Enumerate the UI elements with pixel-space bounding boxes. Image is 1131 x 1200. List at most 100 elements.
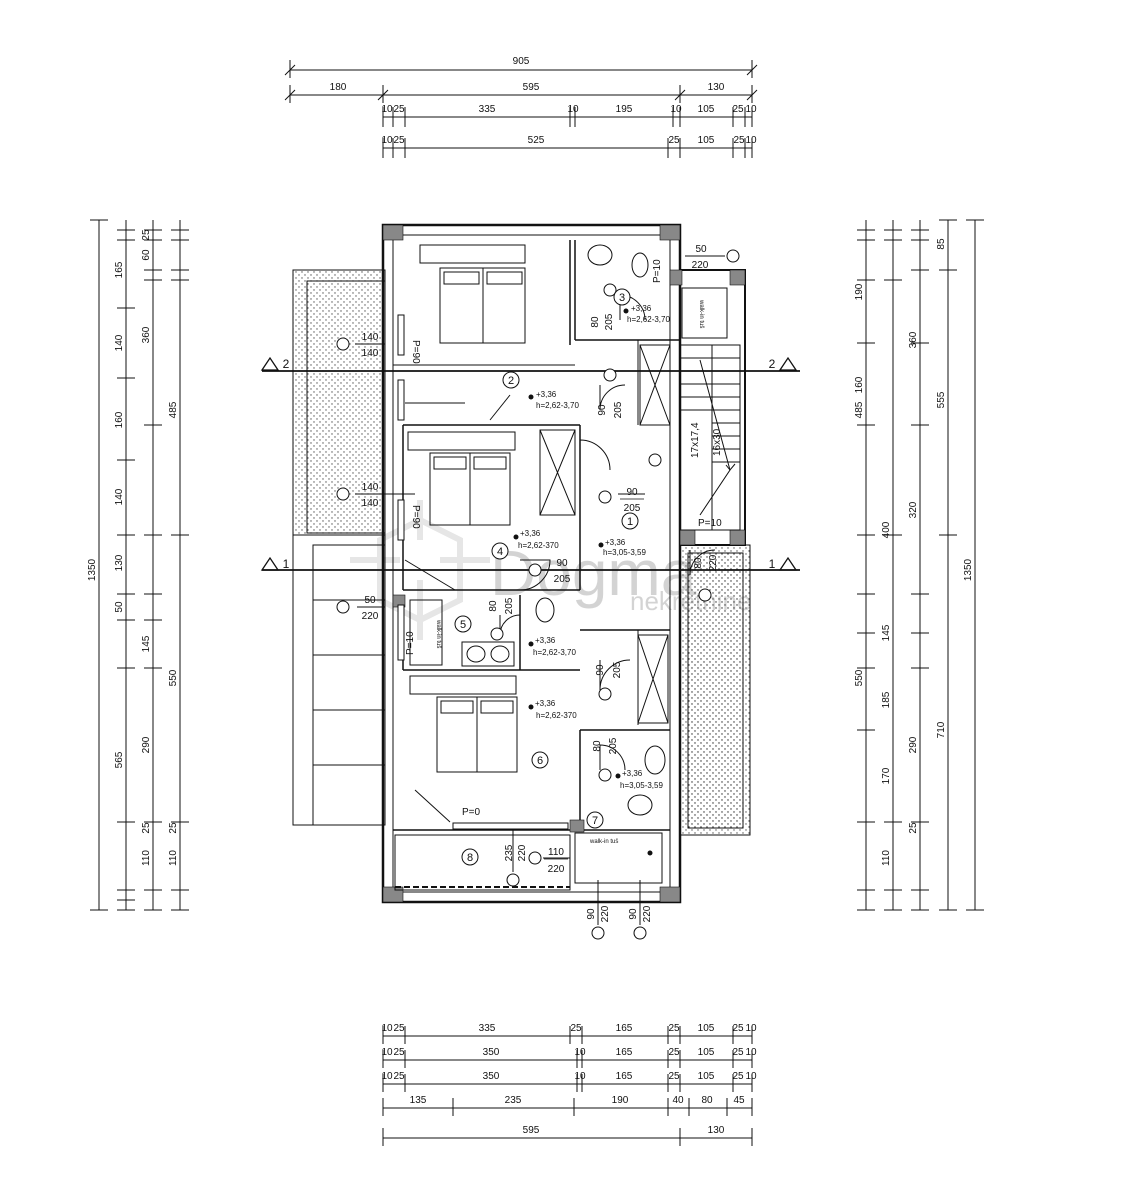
dim-left-c2-12: 110: [141, 850, 152, 866]
room-level-labels: +3,36 h=3,05-3,59 +3,36 h=2,62-3,70 +3,3…: [518, 304, 670, 790]
door-90b-w: 90: [597, 404, 608, 416]
dim-bot-r4-4: 80: [701, 1095, 713, 1106]
door-80c-h: 205: [608, 737, 619, 754]
staircase: [679, 344, 741, 531]
dim-top-r3-1: 25: [393, 135, 405, 146]
terrace-bottom: [394, 834, 571, 891]
opening-tag-lines: [355, 255, 725, 925]
dim-top-r2-2: 335: [479, 104, 496, 115]
room-3-number: 3: [619, 292, 625, 304]
dim-bot-r2-4: 165: [616, 1047, 633, 1058]
door-90a-h: 205: [624, 503, 641, 514]
room-2-number: 2: [508, 375, 514, 387]
section-1-left: 1: [283, 557, 290, 571]
door-235-h: 220: [517, 844, 528, 861]
balcony-left-lower: [292, 534, 386, 826]
room-6-height: h=2,62-370: [536, 711, 577, 720]
room-4-level: +3,36: [520, 529, 541, 538]
section-1-right: 1: [769, 557, 776, 571]
room-3-level: +3,36: [631, 304, 652, 313]
room-1-number: 1: [627, 516, 633, 528]
door-80a-w: 80: [590, 316, 601, 328]
door-stair-w: 80: [693, 557, 704, 569]
dim-top-r3-6: 10: [745, 135, 757, 146]
dim-left-c2-5: 140: [114, 488, 125, 505]
dim-bot-r3-5: 25: [668, 1071, 680, 1082]
dim-bot-r2-0: 10: [381, 1047, 393, 1058]
room-1-height: h=3,05-3,59: [603, 548, 646, 557]
dim-bot-r3-8: 10: [745, 1071, 757, 1082]
door-90b-h: 205: [613, 401, 624, 418]
dim-right-c2-21: 110: [881, 850, 892, 866]
top-dimension-labels: 905 180 595 130 10 25 335 10 195 10 105 …: [330, 56, 757, 146]
room-3-height: h=2,62-3,70: [627, 315, 670, 324]
door-80b-h: 205: [504, 597, 515, 614]
dim-bot-r4-5: 45: [733, 1095, 745, 1106]
door-stair-h: 220: [708, 554, 719, 571]
window-140a-w: 140: [362, 332, 379, 343]
dim-left-c1-0: 565: [114, 751, 125, 768]
dim-bot-r3-0: 10: [381, 1071, 393, 1082]
dim-left-c3-4: 360: [141, 326, 152, 343]
dim-top-r3-5: 25: [733, 135, 745, 146]
room-2-level: +3,36: [536, 390, 557, 399]
label-walkin-2: walk-in tuš: [435, 619, 441, 648]
dim-top-r2-1: 25: [393, 104, 405, 115]
dim-top-r2-3: 10: [567, 104, 579, 115]
dim-right-c2-4: 190: [854, 283, 865, 300]
door-80a-h: 205: [604, 313, 615, 330]
window-140a-h: 140: [362, 348, 379, 359]
dim-left-c3-9: 25: [168, 822, 179, 834]
dim-top-r2-5: 10: [670, 104, 682, 115]
dim-top-r3-4: 105: [698, 135, 715, 146]
bottom-dimensions: [382, 1026, 753, 1146]
dim-bot-r3-2: 350: [483, 1071, 500, 1082]
dim-top-r2-6: 105: [698, 104, 715, 115]
section-labels: 2 2 1 1: [283, 357, 776, 571]
dim-bot-r1-3: 25: [570, 1023, 582, 1034]
bathroom-3-fixtures: [587, 244, 728, 339]
dim-bot-r3-7: 25: [732, 1071, 744, 1082]
dim-bot-r4-3: 40: [672, 1095, 684, 1106]
dim-bot-r1-6: 105: [698, 1023, 715, 1034]
dim-bot-r2-7: 25: [732, 1047, 744, 1058]
label-p10c: P=10: [405, 631, 416, 655]
door-bot1-h: 220: [600, 905, 611, 922]
bathroom-5-fixtures: [409, 597, 555, 667]
dim-top-r2-4: 195: [616, 104, 633, 115]
dim-bot-r3-4: 165: [616, 1071, 633, 1082]
dim-left-c3-0: 25: [141, 229, 152, 241]
dim-bot-r2-6: 105: [698, 1047, 715, 1058]
dim-right-c2-15: 550: [854, 669, 865, 686]
window-50top-h: 220: [692, 260, 709, 271]
room-4-height: h=2,62-370: [518, 541, 559, 550]
dim-bot-r2-2: 350: [483, 1047, 500, 1058]
dim-top-r1-2: 130: [708, 82, 725, 93]
dim-bot-r4-1: 235: [505, 1095, 522, 1106]
bottom-dimension-labels: 10 25 335 25 165 25 105 25 10 10 25 350 …: [381, 1023, 757, 1136]
opening-fraction-bars: [358, 255, 712, 860]
section-2-right: 2: [769, 357, 776, 371]
room-1-level: +3,36: [605, 538, 626, 547]
opening-labels: 140 140 140 140 50 220 50 220 90 205 90 …: [362, 244, 719, 922]
dim-right-c1-0: 85: [936, 238, 947, 250]
room-5-number: 5: [460, 619, 466, 631]
door-90d-h: 205: [612, 661, 623, 678]
window-50top-w: 50: [695, 244, 707, 255]
right-dimensions: [857, 219, 984, 911]
door-bot2-h: 220: [642, 905, 653, 922]
window-140b-h: 140: [362, 498, 379, 509]
dim-top-overall: 905: [513, 56, 530, 67]
dim-bot-r2-8: 10: [745, 1047, 757, 1058]
terrace-right: [679, 544, 751, 836]
window-140b-w: 140: [362, 482, 379, 493]
watermark: Dogma nekretnine: [350, 500, 751, 640]
right-dimension-labels: 190 160 485 550 145 185 170 110 360 400 …: [854, 238, 974, 866]
dim-bot-r1-8: 10: [745, 1023, 757, 1034]
dim-bot-r1-0: 10: [381, 1023, 393, 1034]
left-dimensions: [90, 219, 189, 911]
label-stairs1: 17x17,4: [690, 422, 701, 458]
room-6-number: 6: [537, 755, 543, 767]
left-dimension-labels: 1350 565 165 140 160 140 130 50 25 60 36…: [87, 229, 179, 866]
top-dimensions: [284, 60, 758, 158]
